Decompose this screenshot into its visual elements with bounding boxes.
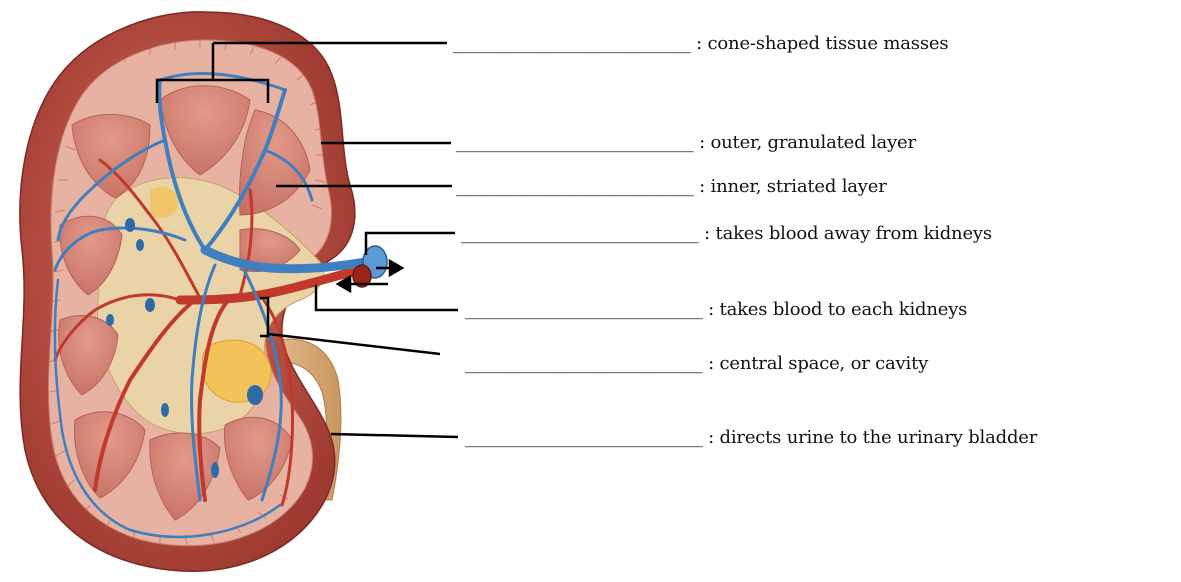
label-separator: : — [703, 427, 720, 448]
label-separator: : — [703, 353, 720, 374]
label-text: takes blood away from kidneys — [716, 223, 992, 244]
label-renal-pelvis: ___________________________ : central sp… — [465, 353, 928, 374]
answer-blank[interactable]: ___________________________ — [465, 353, 703, 374]
label-renal-vein: ___________________________ : takes bloo… — [461, 223, 992, 244]
answer-blank[interactable]: ___________________________ — [465, 299, 703, 320]
label-text: outer, granulated layer — [711, 132, 916, 153]
answer-blank[interactable]: ___________________________ — [465, 427, 703, 448]
label-separator: : — [699, 223, 716, 244]
label-separator: : — [703, 299, 720, 320]
answer-blank[interactable]: ___________________________ — [456, 176, 694, 197]
label-text: inner, striated layer — [711, 176, 887, 197]
label-renal-cortex: ___________________________ : outer, gra… — [456, 132, 916, 153]
answer-blank[interactable]: ___________________________ — [453, 33, 691, 54]
label-text: cone-shaped tissue masses — [708, 33, 949, 54]
label-ureter: ___________________________ : directs ur… — [465, 427, 1037, 448]
label-separator: : — [694, 132, 711, 153]
label-renal-artery: ___________________________ : takes bloo… — [465, 299, 967, 320]
label-text: central space, or cavity — [720, 353, 929, 374]
answer-blank[interactable]: ___________________________ — [461, 223, 699, 244]
vessel-stumps — [353, 246, 387, 287]
label-text: takes blood to each kidneys — [720, 299, 968, 320]
label-text: directs urine to the urinary bladder — [720, 427, 1038, 448]
label-renal-medulla: ___________________________ : inner, str… — [456, 176, 887, 197]
answer-blank[interactable]: ___________________________ — [456, 132, 694, 153]
label-separator: : — [691, 33, 708, 54]
label-renal-pyramid: ___________________________ : cone-shape… — [453, 33, 948, 54]
label-separator: : — [694, 176, 711, 197]
